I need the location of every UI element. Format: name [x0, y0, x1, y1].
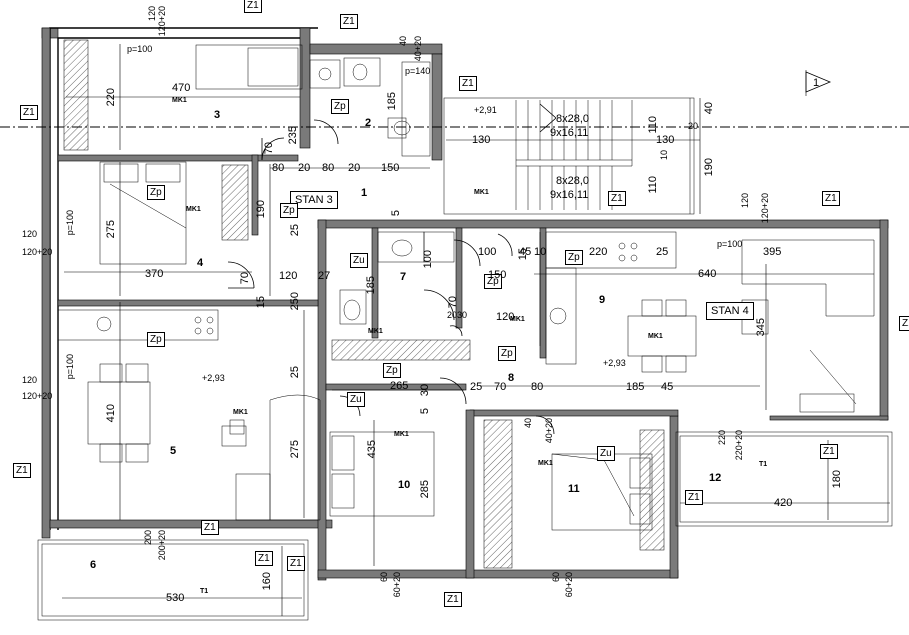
hatched-walls	[63, 39, 665, 569]
stairwell	[443, 97, 695, 215]
balconies	[37, 431, 893, 621]
doors	[227, 119, 555, 435]
exterior-walls	[41, 27, 889, 581]
furniture	[57, 44, 875, 531]
section-line	[0, 70, 909, 128]
dimension-lines	[62, 44, 890, 616]
